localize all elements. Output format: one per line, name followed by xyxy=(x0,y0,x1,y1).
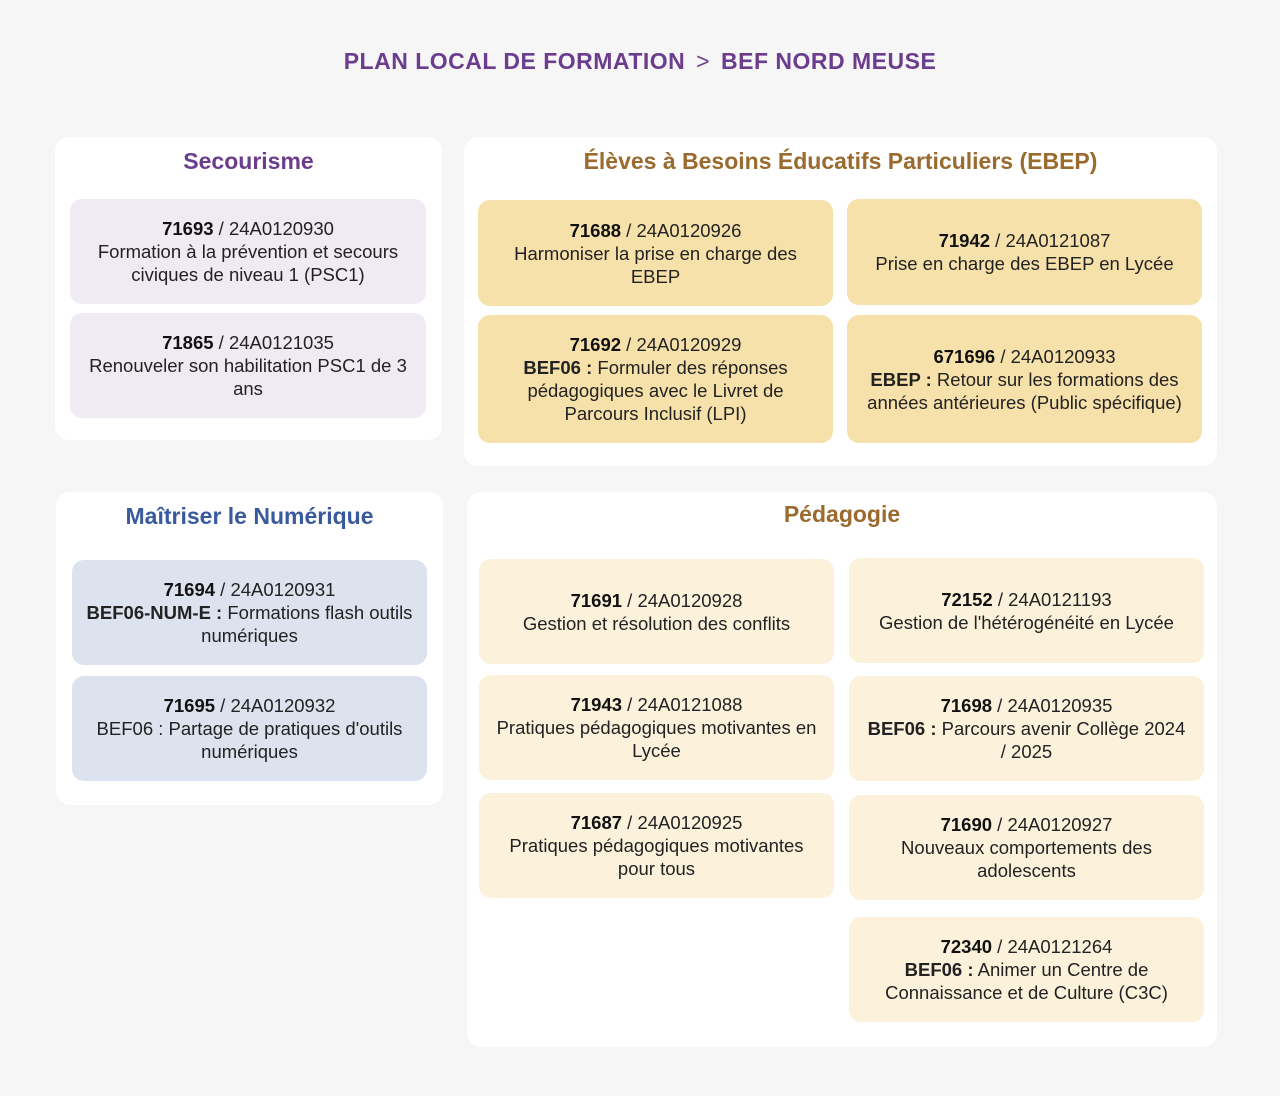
training-ref: / 24A0120930 xyxy=(213,218,334,239)
title-part2: BEF NORD MEUSE xyxy=(721,48,937,74)
training-card[interactable]: 71865 / 24A0121035 Renouveler son habili… xyxy=(70,313,426,418)
training-title: Parcours avenir Collège 2024 / 2025 xyxy=(941,718,1186,762)
training-title: Gestion de l'hétérogénéité en Lycée xyxy=(879,611,1174,633)
training-card[interactable]: 71942 / 24A0121087 Prise en charge des E… xyxy=(847,199,1202,305)
training-ref: / 24A0121193 xyxy=(992,588,1112,610)
training-ref: / 24A0120935 xyxy=(992,695,1113,716)
training-title: Nouveaux comportements des adolescents xyxy=(901,837,1152,881)
title-separator: > xyxy=(696,48,711,74)
training-title: Formation à la prévention et secours civ… xyxy=(97,241,399,285)
training-number: 71691 xyxy=(570,589,623,611)
training-card[interactable]: 71692 / 24A0120929 BEF06 : Formuler des … xyxy=(478,315,833,443)
training-ref: / 24A0121088 xyxy=(622,694,743,715)
training-title: Gestion et résolution des conflits xyxy=(522,612,791,634)
panel-pedagogie: Pédagogie 71691 / 24A0120928 Gestion et … xyxy=(467,492,1217,1047)
training-number: 71865 xyxy=(162,332,214,353)
training-card[interactable]: 72340 / 24A0121264 BEF06 : Animer un Cen… xyxy=(849,917,1204,1022)
training-prefix: BEF06 : xyxy=(904,959,974,980)
training-ref: / 24A0120925 xyxy=(622,812,743,833)
training-prefix: BEF06-NUM-E : xyxy=(86,602,223,623)
training-number: 71693 xyxy=(162,218,214,239)
training-ref: / 24A0120927 xyxy=(992,814,1113,835)
training-title: Animer un Centre de Connaissance et de C… xyxy=(885,959,1168,1003)
training-ref: / 24A0120931 xyxy=(215,579,336,600)
training-number: 72152 xyxy=(941,588,993,610)
training-number: 71942 xyxy=(938,230,991,251)
training-prefix: BEF06 : xyxy=(523,357,593,378)
training-card[interactable]: 71688 / 24A0120926 Harmoniser la prise e… xyxy=(478,200,833,306)
training-title: Formuler des réponses pédagogiques avec … xyxy=(527,357,788,424)
training-title: Prise en charge des EBEP en Lycée xyxy=(875,253,1174,274)
panel-title-numerique: Maîtriser le Numérique xyxy=(125,503,374,529)
training-prefix: EBEP : xyxy=(870,368,932,390)
training-title: Pratiques pédagogiques motivantes en Lyc… xyxy=(496,717,817,761)
training-number: 72340 xyxy=(940,936,993,957)
panel-ebep: Élèves à Besoins Éducatifs Particuliers … xyxy=(464,137,1217,466)
training-number: 71698 xyxy=(940,695,993,716)
training-prefix: BEF06 : xyxy=(867,718,937,739)
training-ref: / 24A0120933 xyxy=(995,345,1116,367)
panel-title-pedagogie: Pédagogie xyxy=(783,501,901,527)
training-card[interactable]: 71691 / 24A0120928 Gestion et résolution… xyxy=(479,559,834,664)
training-ref: / 24A0121035 xyxy=(213,332,334,353)
training-number: 71690 xyxy=(940,814,993,835)
training-ref: / 24A0120929 xyxy=(621,334,742,355)
training-ref: / 24A0121264 xyxy=(992,936,1113,957)
training-number: 671696 xyxy=(933,345,996,367)
panel-title-secourisme: Secourisme xyxy=(183,148,314,174)
training-number: 71694 xyxy=(163,579,216,600)
training-card[interactable]: 71695 / 24A0120932 BEF06 : Partage de pr… xyxy=(72,676,427,781)
training-title: Renouveler son habilitation PSC1 de 3 an… xyxy=(89,355,407,399)
page-title: PLAN LOCAL DE FORMATION > BEF NORD MEUSE xyxy=(0,48,1280,75)
training-number: 71688 xyxy=(569,219,622,241)
training-number: 71943 xyxy=(570,694,623,715)
training-card[interactable]: 71690 / 24A0120927 Nouveaux comportement… xyxy=(849,795,1204,900)
training-card[interactable]: 71943 / 24A0121088 Pratiques pédagogique… xyxy=(479,675,834,780)
training-card[interactable]: 72152 / 24A0121193 Gestion de l'hétérogé… xyxy=(849,558,1204,663)
training-number: 71692 xyxy=(569,334,622,355)
training-title: Pratiques pédagogiques motivantes pour t… xyxy=(509,835,804,879)
training-title: Harmoniser la prise en charge des EBEP xyxy=(514,242,797,287)
training-number: 71695 xyxy=(163,695,216,716)
panel-title-ebep: Élèves à Besoins Éducatifs Particuliers … xyxy=(583,148,1098,174)
training-title: Formations flash outils numériques xyxy=(201,602,413,646)
training-ref: / 24A0120932 xyxy=(215,695,336,716)
panel-numerique: Maîtriser le Numérique 71694 / 24A012093… xyxy=(56,492,443,805)
training-number: 71687 xyxy=(570,812,623,833)
training-card[interactable]: 71687 / 24A0120925 Pratiques pédagogique… xyxy=(479,793,834,898)
training-ref: / 24A0120928 xyxy=(622,589,743,611)
training-card[interactable]: 71693 / 24A0120930 Formation à la préven… xyxy=(70,199,426,304)
training-card[interactable]: 671696 / 24A0120933 EBEP : Retour sur le… xyxy=(847,315,1202,443)
training-ref: / 24A0120926 xyxy=(621,219,742,241)
training-title: Retour sur les formations des années ant… xyxy=(867,368,1182,413)
training-card[interactable]: 71694 / 24A0120931 BEF06-NUM-E : Formati… xyxy=(72,560,427,665)
title-part1: PLAN LOCAL DE FORMATION xyxy=(343,48,686,74)
training-ref: / 24A0121087 xyxy=(990,230,1111,251)
training-title: BEF06 : Partage de pratiques d'outils nu… xyxy=(96,718,403,762)
training-card[interactable]: 71698 / 24A0120935 BEF06 : Parcours aven… xyxy=(849,676,1204,781)
panel-secourisme: Secourisme 71693 / 24A0120930 Formation … xyxy=(55,137,442,440)
